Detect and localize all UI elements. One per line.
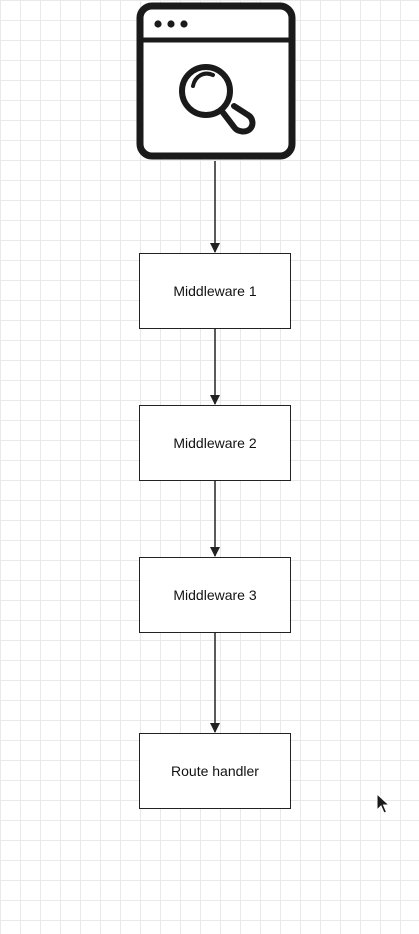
node-route-handler[interactable]: Route handler (139, 733, 291, 809)
node-middleware-2[interactable]: Middleware 2 (139, 405, 291, 481)
node-label: Middleware 1 (173, 283, 257, 299)
node-label: Route handler (171, 763, 259, 779)
node-label: Middleware 2 (173, 435, 257, 451)
node-label: Middleware 3 (173, 587, 257, 603)
node-middleware-3[interactable]: Middleware 3 (139, 557, 291, 633)
node-middleware-1[interactable]: Middleware 1 (139, 253, 291, 329)
mouse-cursor-icon (376, 793, 390, 814)
browser-search-icon (136, 2, 296, 160)
